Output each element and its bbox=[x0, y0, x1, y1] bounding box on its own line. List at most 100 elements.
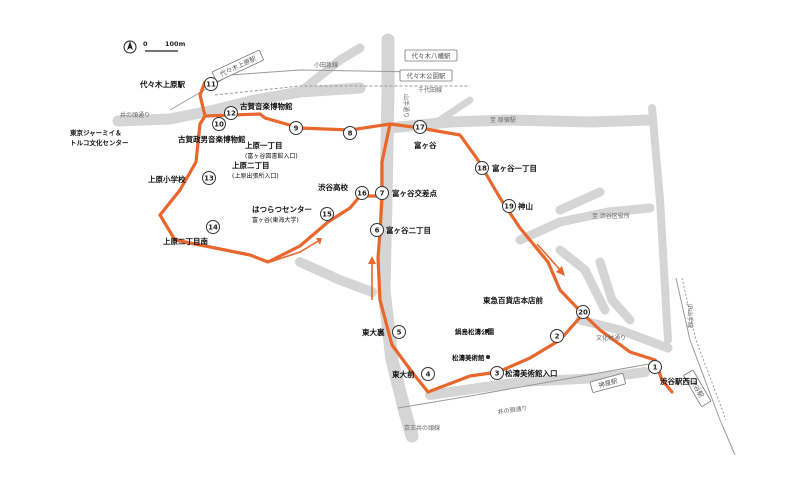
bus-stop-marker[interactable] bbox=[375, 186, 389, 200]
bus-stop-number: 9 bbox=[294, 125, 299, 133]
street-label-jr-yamanote: JR山手線 bbox=[686, 303, 694, 328]
keio-inokashira-rail bbox=[397, 361, 661, 409]
yamate-dori-road bbox=[377, 33, 419, 443]
main-route-loop bbox=[376, 122, 657, 394]
bus-stop-sublabel: 富ヶ谷(東海大学) bbox=[252, 216, 299, 224]
street-label-bunkamura: 文化村通り bbox=[596, 334, 626, 342]
station-yoyogihachiman: 代々木八幡駅 bbox=[404, 49, 458, 62]
bus-stop-marker[interactable] bbox=[490, 366, 504, 380]
bus-stop-number: 3 bbox=[495, 370, 500, 378]
north-arrow-needle-icon bbox=[127, 41, 133, 50]
direction-arrow-3-head bbox=[556, 266, 565, 276]
bus-stop-number: 8 bbox=[348, 130, 353, 138]
street-label-chiyoda: 千代田線 bbox=[418, 86, 442, 94]
bus-stop-marker[interactable] bbox=[289, 121, 303, 135]
bus-stop-number: 7 bbox=[380, 190, 385, 198]
bus-stop-number: 16 bbox=[357, 190, 367, 198]
bus-stop-sublabel: (上原出張所入口) bbox=[232, 172, 279, 180]
chiyoda-rail bbox=[214, 85, 470, 96]
bus-stop-marker[interactable] bbox=[224, 106, 238, 120]
bus-stop-marker[interactable] bbox=[202, 171, 216, 185]
street-label-odakyu: 小田急線 bbox=[314, 61, 338, 69]
bus-stop-marker[interactable] bbox=[576, 305, 590, 319]
bus-stop-marker[interactable] bbox=[502, 199, 516, 213]
station-yoyogihachiman-label: 代々木八幡駅 bbox=[412, 51, 452, 60]
bus-stop-label: 古賀音楽博物館 bbox=[240, 101, 293, 111]
bus-stop-marker[interactable] bbox=[320, 207, 334, 221]
bus-stop-label: 上原小学校 bbox=[148, 174, 186, 184]
bus-stop-marker[interactable] bbox=[212, 117, 226, 131]
bus-stop-label: 富ヶ谷二丁目 bbox=[386, 225, 431, 235]
diagonal-road bbox=[555, 245, 610, 315]
bus-stop-number: 1 bbox=[653, 364, 658, 372]
route-upper-left-loop bbox=[158, 112, 392, 264]
jr-yamanote-rail bbox=[675, 277, 736, 456]
bus-stop-number: 19 bbox=[504, 203, 514, 211]
street-label-ward-office: 至 渋谷区役所 bbox=[592, 212, 630, 220]
station-shibuya: 渋谷駅 bbox=[683, 369, 712, 407]
bus-stop-number: 15 bbox=[322, 211, 332, 219]
bus-stop-label: 東大前 bbox=[392, 369, 415, 379]
bus-stop-label: 渋谷駅西口 bbox=[660, 376, 698, 386]
road-to-harajuku bbox=[384, 114, 656, 134]
bus-stop-marker[interactable] bbox=[370, 223, 384, 237]
bus-stop-6[interactable]: 6 富ヶ谷二丁目 bbox=[370, 223, 432, 237]
bus-stop-marker[interactable] bbox=[550, 329, 564, 343]
bus-stop-18[interactable]: 18 富ヶ谷一丁目 bbox=[475, 161, 538, 175]
bus-stop-label: 古賀政男音楽博物館 bbox=[178, 134, 246, 144]
park-dot bbox=[485, 329, 489, 333]
bus-stop-number: 12 bbox=[226, 110, 236, 118]
bus-stop-number: 20 bbox=[578, 309, 588, 317]
bus-stop-marker[interactable] bbox=[413, 120, 427, 134]
direction-arrow-2-head bbox=[368, 256, 376, 264]
bus-stop-marker[interactable] bbox=[343, 126, 357, 140]
bus-stop-number: 13 bbox=[204, 175, 214, 183]
bus-stop-number: 14 bbox=[208, 224, 218, 232]
route-spur-uehara bbox=[198, 80, 207, 118]
place-labels: 東京ジャーミイ＆ トルコ文化センター 鍋島松濤公園 松濤美術館 bbox=[70, 128, 495, 362]
bus-stop-sublabel: (富ヶ谷図書館入口) bbox=[245, 152, 298, 160]
bus-stop-marker[interactable] bbox=[392, 325, 406, 339]
bus-stop-marker[interactable] bbox=[355, 186, 369, 200]
bus-stop-marker[interactable] bbox=[648, 360, 662, 374]
street-label-yamate: 山手通り bbox=[402, 94, 410, 118]
street-label-inokashira-lower: 井の頭通り bbox=[497, 404, 528, 416]
direction-arrow-1 bbox=[269, 239, 321, 263]
bus-stop-marker[interactable] bbox=[206, 220, 220, 234]
bus-stop-number: 6 bbox=[375, 227, 380, 235]
bus-stop-number: 5 bbox=[397, 329, 402, 337]
street-label-harajuku: 至 原宿駅 bbox=[490, 116, 516, 124]
diagonal-road-2 bbox=[595, 257, 635, 325]
bus-stop-marker[interactable] bbox=[204, 77, 218, 91]
bus-stop-12[interactable]: 12 古賀音楽博物館 bbox=[224, 101, 293, 120]
place-label-shoto-museum: 松濤美術館 bbox=[452, 353, 485, 362]
direction-arrow-3 bbox=[536, 243, 563, 273]
bus-stop-13[interactable]: 13 上原小学校 bbox=[148, 171, 216, 185]
road-branch bbox=[555, 187, 605, 215]
lower-diagonal-road bbox=[295, 257, 377, 297]
bus-stop-number: 11 bbox=[206, 81, 216, 89]
bus-stop-marker[interactable] bbox=[475, 161, 489, 175]
bus-stop-label: 富ヶ谷一丁目 bbox=[492, 163, 537, 173]
bus-stop-2[interactable]: 2 bbox=[550, 329, 564, 343]
bus-stop-number: 18 bbox=[477, 165, 487, 173]
bus-stop-marker[interactable] bbox=[421, 367, 435, 381]
bus-stop-label: 渋谷高校 bbox=[318, 182, 348, 192]
bus-stop-16[interactable]: 16 渋谷高校 bbox=[318, 182, 369, 200]
